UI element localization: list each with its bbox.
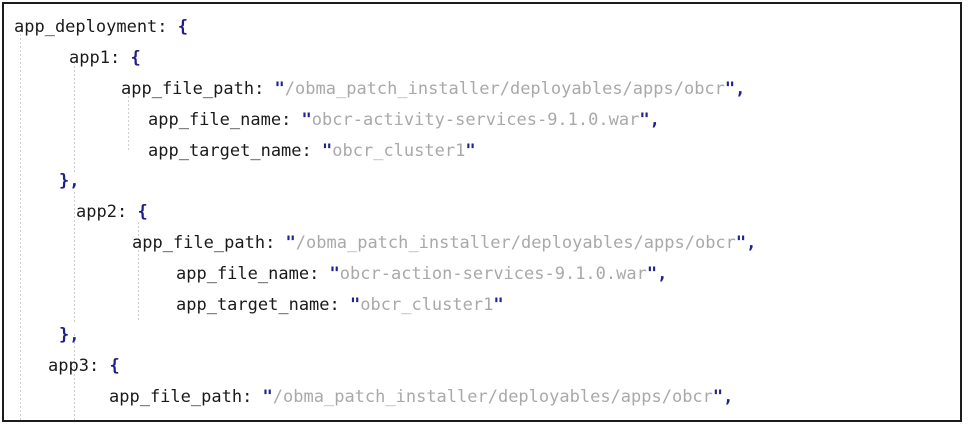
code-key: app2 xyxy=(76,202,117,222)
code-colon: : xyxy=(242,418,262,420)
code-line[interactable]: app_target_name: "obcr_cluster1" xyxy=(148,140,476,162)
code-comma: , xyxy=(735,79,746,99)
code-comma: , xyxy=(649,110,660,130)
code-line[interactable]: app_file_name: "obcr-activity-services-9… xyxy=(148,109,660,131)
code-colon: : xyxy=(254,79,275,99)
code-quote-open: " xyxy=(263,418,273,420)
code-brace-close: } xyxy=(59,325,70,345)
code-key: app3 xyxy=(48,356,89,376)
code-comma: , xyxy=(590,418,600,420)
code-quote-close: " xyxy=(639,110,650,130)
indent-guide-rail xyxy=(74,334,75,420)
indent-guide-rail xyxy=(20,30,21,420)
code-quote-close: " xyxy=(580,418,590,420)
code-colon: : xyxy=(116,202,138,222)
code-line[interactable]: app2: { xyxy=(76,201,148,223)
code-snippet-frame: app_deployment: {app1: {app_file_path: "… xyxy=(2,2,962,422)
code-key: app_file_path xyxy=(132,233,266,253)
code-quote-close: " xyxy=(493,295,504,315)
code-quote-open: " xyxy=(329,264,340,284)
code-brace-close: } xyxy=(59,171,70,191)
code-colon: : xyxy=(88,356,110,376)
code-quote-open: " xyxy=(274,79,285,99)
code-string-value: /obma_patch_installer/deployables/apps/o… xyxy=(272,387,713,407)
code-string-value: obcr-common-services-9.1.0.war xyxy=(273,418,580,420)
code-quote-open: " xyxy=(322,141,333,161)
code-line[interactable]: app3: { xyxy=(48,355,120,377)
code-colon: : xyxy=(281,110,302,130)
code-colon: : xyxy=(301,141,323,161)
indent-guide-rail xyxy=(74,62,75,172)
code-string-value: /obma_patch_installer/deployables/apps/o… xyxy=(295,233,736,253)
code-line[interactable]: app_target_name: "obcr_cluster1" xyxy=(176,294,504,316)
code-line[interactable]: app_file_name: "obcr-action-services-9.1… xyxy=(176,263,667,285)
code-quote-open: " xyxy=(301,110,312,130)
code-string-value: obcr-action-services-9.1.0.war xyxy=(339,264,647,284)
code-colon: : xyxy=(329,295,351,315)
code-comma: , xyxy=(723,387,734,407)
code-colon: : xyxy=(109,48,131,68)
code-quote-close: " xyxy=(646,264,658,284)
code-string-value: obcr_cluster1 xyxy=(332,141,466,161)
code-string-value: obcr_cluster1 xyxy=(360,295,494,315)
code-colon: : xyxy=(242,387,263,407)
code-line[interactable]: app1: { xyxy=(69,47,141,69)
code-quote-close: " xyxy=(724,79,736,99)
code-colon: : xyxy=(265,233,286,253)
code-comma: , xyxy=(69,171,80,191)
code-brace-open: { xyxy=(130,48,141,68)
code-quote-close: " xyxy=(735,233,747,253)
code-quote-open: " xyxy=(262,387,273,407)
code-key: app_target_name xyxy=(148,141,302,161)
code-brace-open: { xyxy=(177,17,189,37)
code-line[interactable]: app_file_path: "/obma_patch_installer/de… xyxy=(132,232,756,254)
indent-guide-rail xyxy=(74,192,75,322)
code-line[interactable]: app_file_path: "/obma_patch_installer/de… xyxy=(121,78,745,100)
code-key: app_file_name xyxy=(148,110,282,130)
code-quote-close: " xyxy=(712,387,724,407)
code-line[interactable]: }, xyxy=(59,324,80,346)
code-line[interactable]: }, xyxy=(59,170,80,192)
code-key: app_target_name xyxy=(176,295,330,315)
code-colon: : xyxy=(309,264,330,284)
code-key: app_file_name xyxy=(109,418,242,420)
code-string-value: /obma_patch_installer/deployables/apps/o… xyxy=(284,79,725,99)
code-key: app_file_path xyxy=(121,79,255,99)
indent-guide-rail xyxy=(128,92,129,152)
code-quote-open: " xyxy=(350,295,361,315)
code-quote-open: " xyxy=(285,233,296,253)
code-comma: , xyxy=(657,264,668,284)
code-colon: : xyxy=(157,17,178,37)
code-brace-open: { xyxy=(137,202,148,222)
code-surface[interactable]: app_deployment: {app1: {app_file_path: "… xyxy=(4,4,960,420)
code-brace-open: { xyxy=(109,356,120,376)
code-key: app1 xyxy=(69,48,110,68)
code-comma: , xyxy=(69,325,80,345)
code-key: app_file_name xyxy=(176,264,310,284)
code-key: app_file_path xyxy=(109,387,243,407)
code-quote-close: " xyxy=(465,141,476,161)
code-line[interactable]: app_file_name: "obcr-common-services-9.1… xyxy=(109,417,600,420)
code-key: app_deployment xyxy=(14,17,158,37)
code-string-value: obcr-activity-services-9.1.0.war xyxy=(311,110,640,130)
code-line[interactable]: app_deployment: { xyxy=(14,16,188,38)
code-line[interactable]: app_file_path: "/obma_patch_installer/de… xyxy=(109,386,733,408)
code-comma: , xyxy=(746,233,757,253)
